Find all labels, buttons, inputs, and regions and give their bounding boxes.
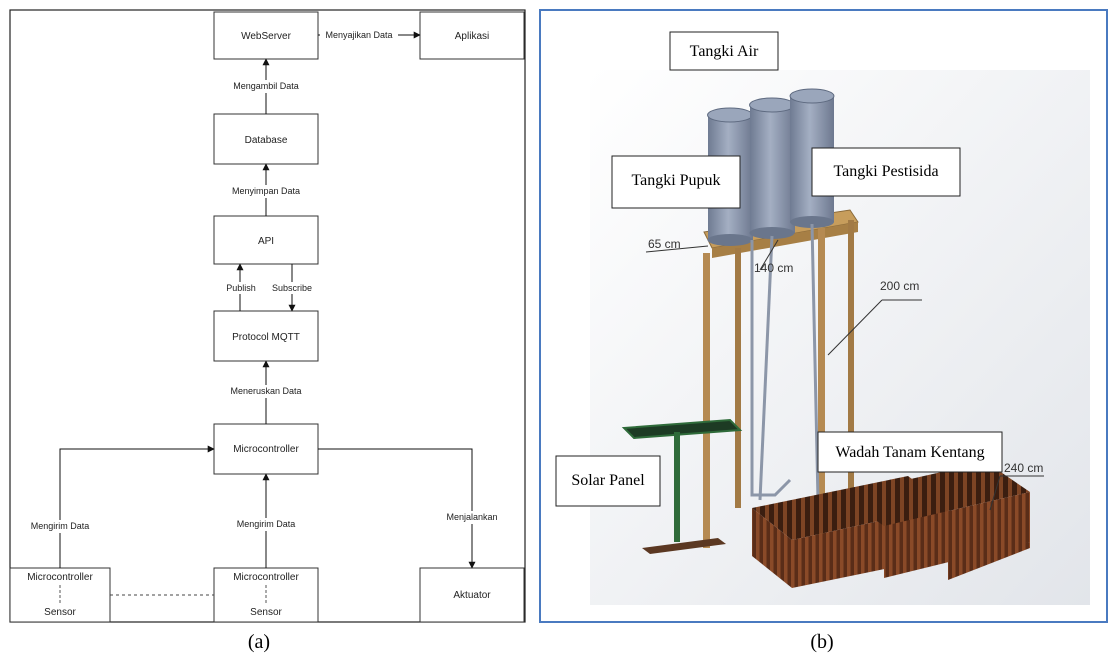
node-aktuator-label: Aktuator: [453, 590, 491, 601]
dimension-240: 240 cm: [989, 461, 1044, 511]
node-microcontroller-mid-top: Microcontroller: [233, 572, 299, 583]
callout-tangki-pestisida: Tangki Pestisida: [811, 147, 961, 197]
caption-b: (b): [810, 631, 833, 653]
node-webserver-label: WebServer: [241, 31, 292, 42]
dimension-65-label: 65 cm: [648, 237, 681, 251]
tank-air: [749, 97, 795, 239]
node-microcontroller-left: Microcontroller Sensor: [9, 567, 111, 623]
node-aplikasi-label: Aplikasi: [455, 31, 489, 42]
edge-label-subscribe: Subscribe: [272, 283, 312, 293]
edge-menjalankan: [318, 448, 476, 569]
callout-wadah-label: Wadah Tanam Kentang: [835, 444, 984, 461]
callout-tangki-air-label: Tangki Air: [690, 43, 759, 60]
node-microcontroller-left-bottom: Sensor: [44, 607, 76, 618]
node-mqtt: Protocol MQTT: [213, 310, 319, 362]
panel-a-flowchart: WebServer Aplikasi Database API Protocol…: [9, 9, 526, 653]
callout-solar-panel: Solar Panel: [555, 455, 661, 507]
dimension-200-label: 200 cm: [880, 279, 919, 293]
callout-tangki-air: Tangki Air: [669, 31, 779, 71]
node-aktuator: Aktuator: [419, 567, 525, 623]
node-database: Database: [213, 113, 319, 165]
node-mqtt-label: Protocol MQTT: [232, 332, 300, 343]
node-microcontroller-mid: Microcontroller Sensor: [213, 567, 319, 623]
solar-panel: [621, 418, 743, 554]
planting-crates: [752, 462, 1030, 588]
panel-b-illustration: Tangki Air Tangki Pupuk Tangki Pestisida…: [539, 9, 1108, 653]
callout-tangki-pestisida-label: Tangki Pestisida: [833, 163, 938, 180]
node-aplikasi: Aplikasi: [419, 11, 525, 60]
edge-label-mengambil: Mengambil Data: [233, 81, 299, 91]
dimension-200: 200 cm: [827, 279, 922, 356]
callout-tangki-pupuk-label: Tangki Pupuk: [631, 172, 720, 189]
node-api-label: API: [258, 236, 274, 247]
callout-solar-panel-label: Solar Panel: [571, 472, 645, 489]
edge-label-menjalankan: Menjalankan: [446, 512, 497, 522]
callout-tangki-pupuk: Tangki Pupuk: [611, 155, 741, 209]
edge-label-mengirim-mid: Mengirim Data: [237, 519, 296, 529]
dimension-240-label: 240 cm: [1004, 461, 1043, 475]
edge-label-meneruskan: Meneruskan Data: [230, 386, 301, 396]
caption-a: (a): [248, 631, 270, 653]
dimension-65: 65 cm: [645, 237, 709, 253]
node-database-label: Database: [245, 135, 288, 146]
callout-wadah: Wadah Tanam Kentang: [817, 431, 1003, 473]
node-microcontroller-mid-bottom: Sensor: [250, 607, 282, 618]
edge-label-publish: Publish: [226, 283, 256, 293]
dimension-140-label: 140 cm: [754, 261, 793, 275]
node-webserver: WebServer: [213, 11, 319, 60]
edge-label-menyimpan: Menyimpan Data: [232, 186, 300, 196]
tank-pupuk: [707, 107, 753, 246]
edge-label-mengirim-left: Mengirim Data: [31, 521, 90, 531]
node-api: API: [213, 215, 319, 265]
node-microcontroller-center-label: Microcontroller: [233, 444, 299, 455]
edge-label-menyajikan: Menyajikan Data: [325, 30, 392, 40]
node-microcontroller-left-top: Microcontroller: [27, 572, 93, 583]
node-microcontroller-center: Microcontroller: [213, 423, 319, 475]
dimension-140: 140 cm: [754, 239, 793, 275]
